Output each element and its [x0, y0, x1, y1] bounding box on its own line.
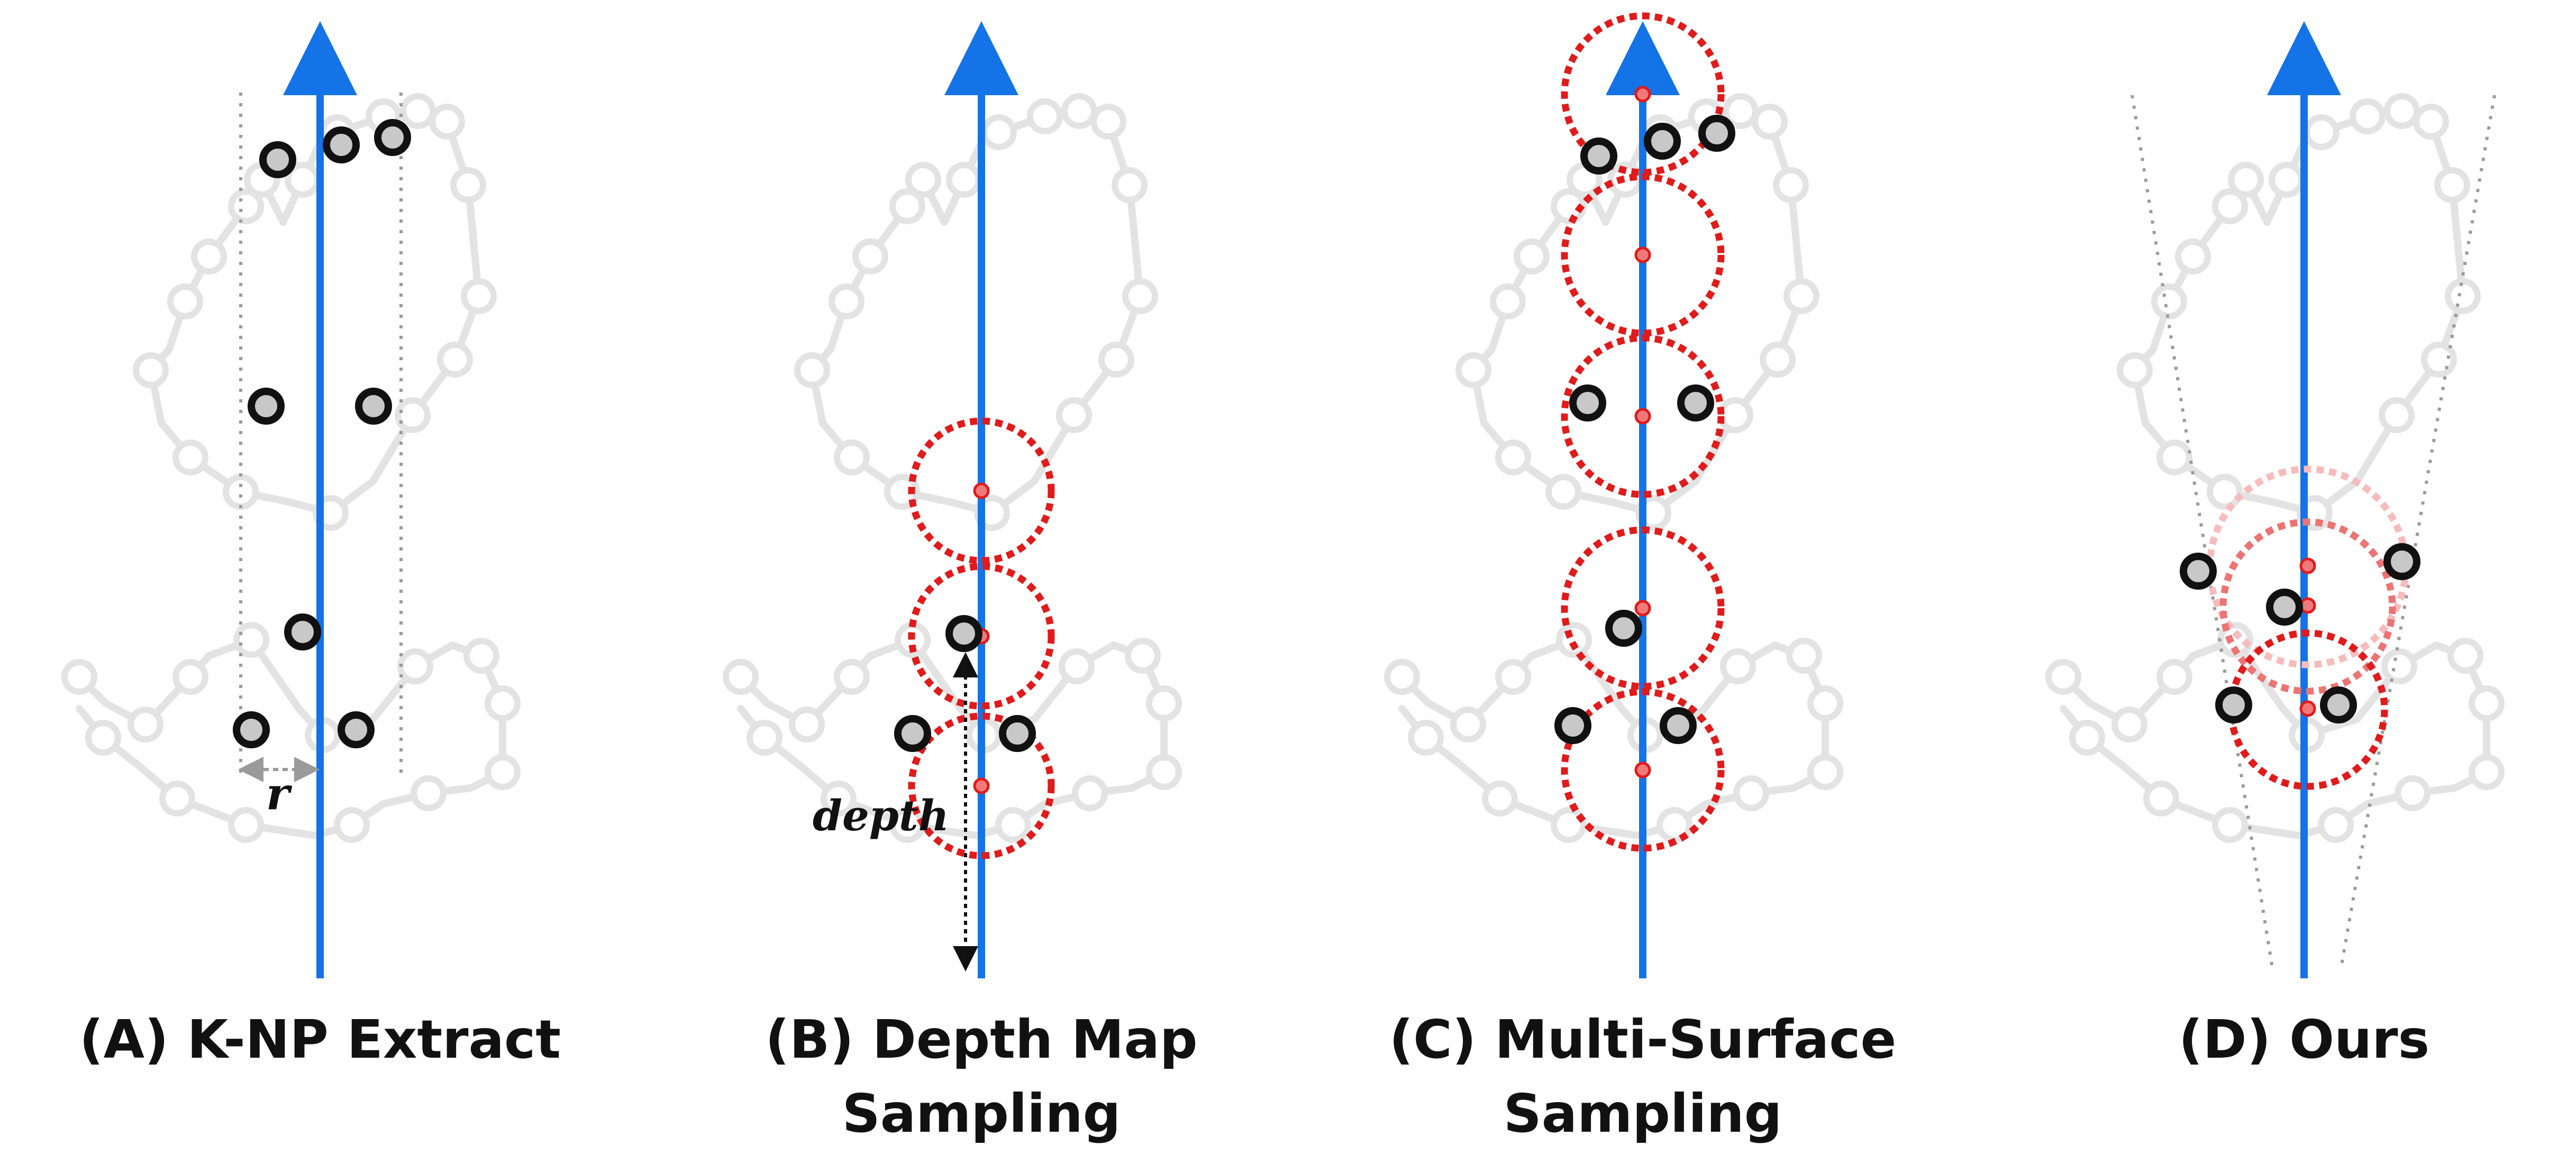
sample-point [284, 613, 321, 650]
panel-c: (C) Multi-Surface Sampling [1387, 12, 1897, 1144]
sample-point [355, 388, 392, 425]
nearest-points [2180, 543, 2420, 723]
sample-point [2180, 553, 2217, 590]
nearest-points [894, 615, 1036, 752]
sampling-sphere [2227, 629, 2388, 790]
sample-point [2215, 686, 2252, 723]
sample-point [999, 715, 1036, 752]
sphere-centers [1634, 86, 1651, 778]
sampling-sphere [908, 417, 1055, 564]
panel-caption-line-1: (B) Depth Map [765, 1009, 1197, 1070]
panel-a: r (A) K-NP Extract [65, 21, 561, 1070]
sampling-sphere [908, 712, 1055, 859]
sampling-sphere [1561, 526, 1725, 690]
sample-point [2320, 686, 2357, 723]
sample-point [894, 715, 931, 752]
sampling-sphere [1561, 173, 1725, 337]
panel-caption-line-2: Sampling [1504, 1083, 1782, 1144]
hand-skeleton-background [65, 96, 517, 840]
sampling-spheres [1561, 12, 1725, 852]
panel-caption-line-1: (C) Multi-Surface [1389, 1009, 1897, 1070]
sampling-sphere [1561, 334, 1725, 498]
sample-point [233, 711, 270, 748]
hand-skeleton-background [1387, 96, 1840, 840]
sample-point [259, 141, 296, 178]
sphere-centers [2299, 557, 2316, 717]
sample-point [1569, 384, 1606, 421]
panel-caption-line-2: Sampling [842, 1083, 1121, 1144]
sample-point [1698, 115, 1735, 152]
hand-skeleton-background [726, 96, 1179, 840]
sampling-spheres [908, 417, 1055, 859]
sampling-sphere [908, 563, 1055, 710]
depth-label: depth [813, 791, 949, 840]
sampling-sphere [1561, 688, 1725, 852]
sample-point [945, 615, 982, 652]
sample-point [1605, 610, 1642, 647]
sample-point [1660, 707, 1697, 744]
sample-point [338, 711, 375, 748]
sample-point [2266, 589, 2303, 626]
view-frustum-right [2340, 95, 2496, 968]
sample-point [2383, 543, 2420, 580]
sample-point [1644, 123, 1681, 160]
nearest-points [1554, 115, 1735, 744]
sampling-sphere [1561, 12, 1725, 176]
panel-caption: (A) K-NP Extract [79, 1009, 561, 1070]
sample-point [323, 126, 360, 163]
panel-d: (D) Ours [2049, 21, 2501, 1070]
panel-caption: (D) Ours [2179, 1009, 2429, 1070]
panel-b: depth (B) Depth Map Sampling [726, 21, 1198, 1144]
sample-point [1677, 384, 1714, 421]
sample-point [1580, 138, 1617, 175]
sample-point [1554, 707, 1591, 744]
view-frustum-left [2131, 95, 2274, 968]
radius-label: r [266, 767, 293, 820]
sampling-sphere [2219, 518, 2396, 695]
nearest-points [233, 119, 411, 748]
sample-point [374, 119, 411, 156]
sample-point [248, 388, 285, 425]
hand-skeleton-background [2049, 96, 2501, 840]
